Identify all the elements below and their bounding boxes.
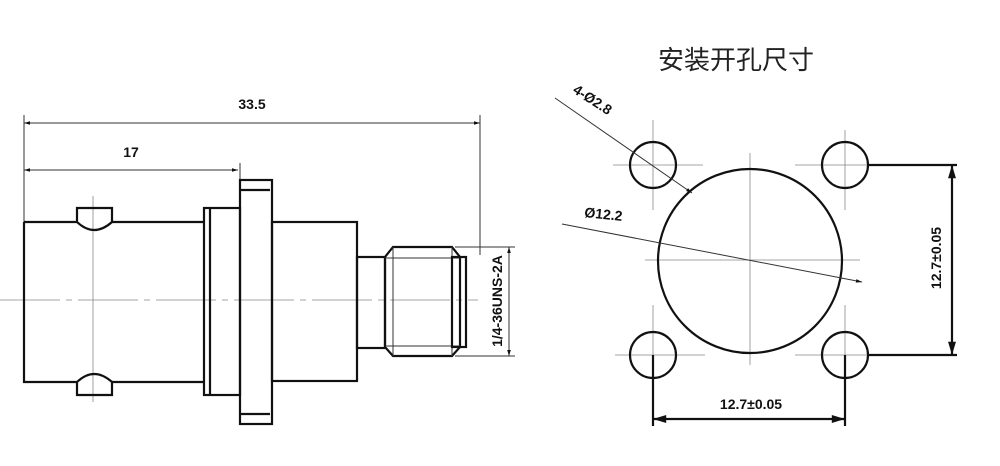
cutout-title: 安装开孔尺寸 [658, 46, 814, 76]
rear-body [270, 220, 359, 383]
panel-cutout-view: 4-Ø2.8 Ø12.2 12.7±0.05 12.7±0.05 [554, 81, 957, 426]
horizontal-spacing-label: 12.7±0.05 [720, 396, 782, 412]
connector-tip [450, 255, 468, 349]
center-hole [656, 167, 844, 355]
bayonet-pin-bottom [75, 372, 114, 397]
bnc-body [22, 220, 205, 384]
body-length-label: 17 [123, 144, 139, 160]
center-hole-leader [561, 223, 863, 283]
center-hole-label: Ø12.2 [584, 204, 624, 224]
bayonet-pin-top [75, 206, 114, 232]
vertical-spacing-label: 12.7±0.05 [928, 227, 944, 289]
mounting-hole-leader [554, 97, 693, 194]
mounting-hole-top-left [628, 140, 678, 190]
connector-side-view: 33.5 17 1/4-36UNS-2A [0, 96, 515, 426]
flange [238, 178, 274, 426]
thread-spec-label: 1/4-36UNS-2A [489, 255, 505, 347]
coupling-nut [383, 245, 462, 358]
neck [355, 255, 387, 350]
overall-length-label: 33.5 [238, 96, 265, 112]
mounting-hole-label: 4-Ø2.8 [570, 81, 615, 118]
